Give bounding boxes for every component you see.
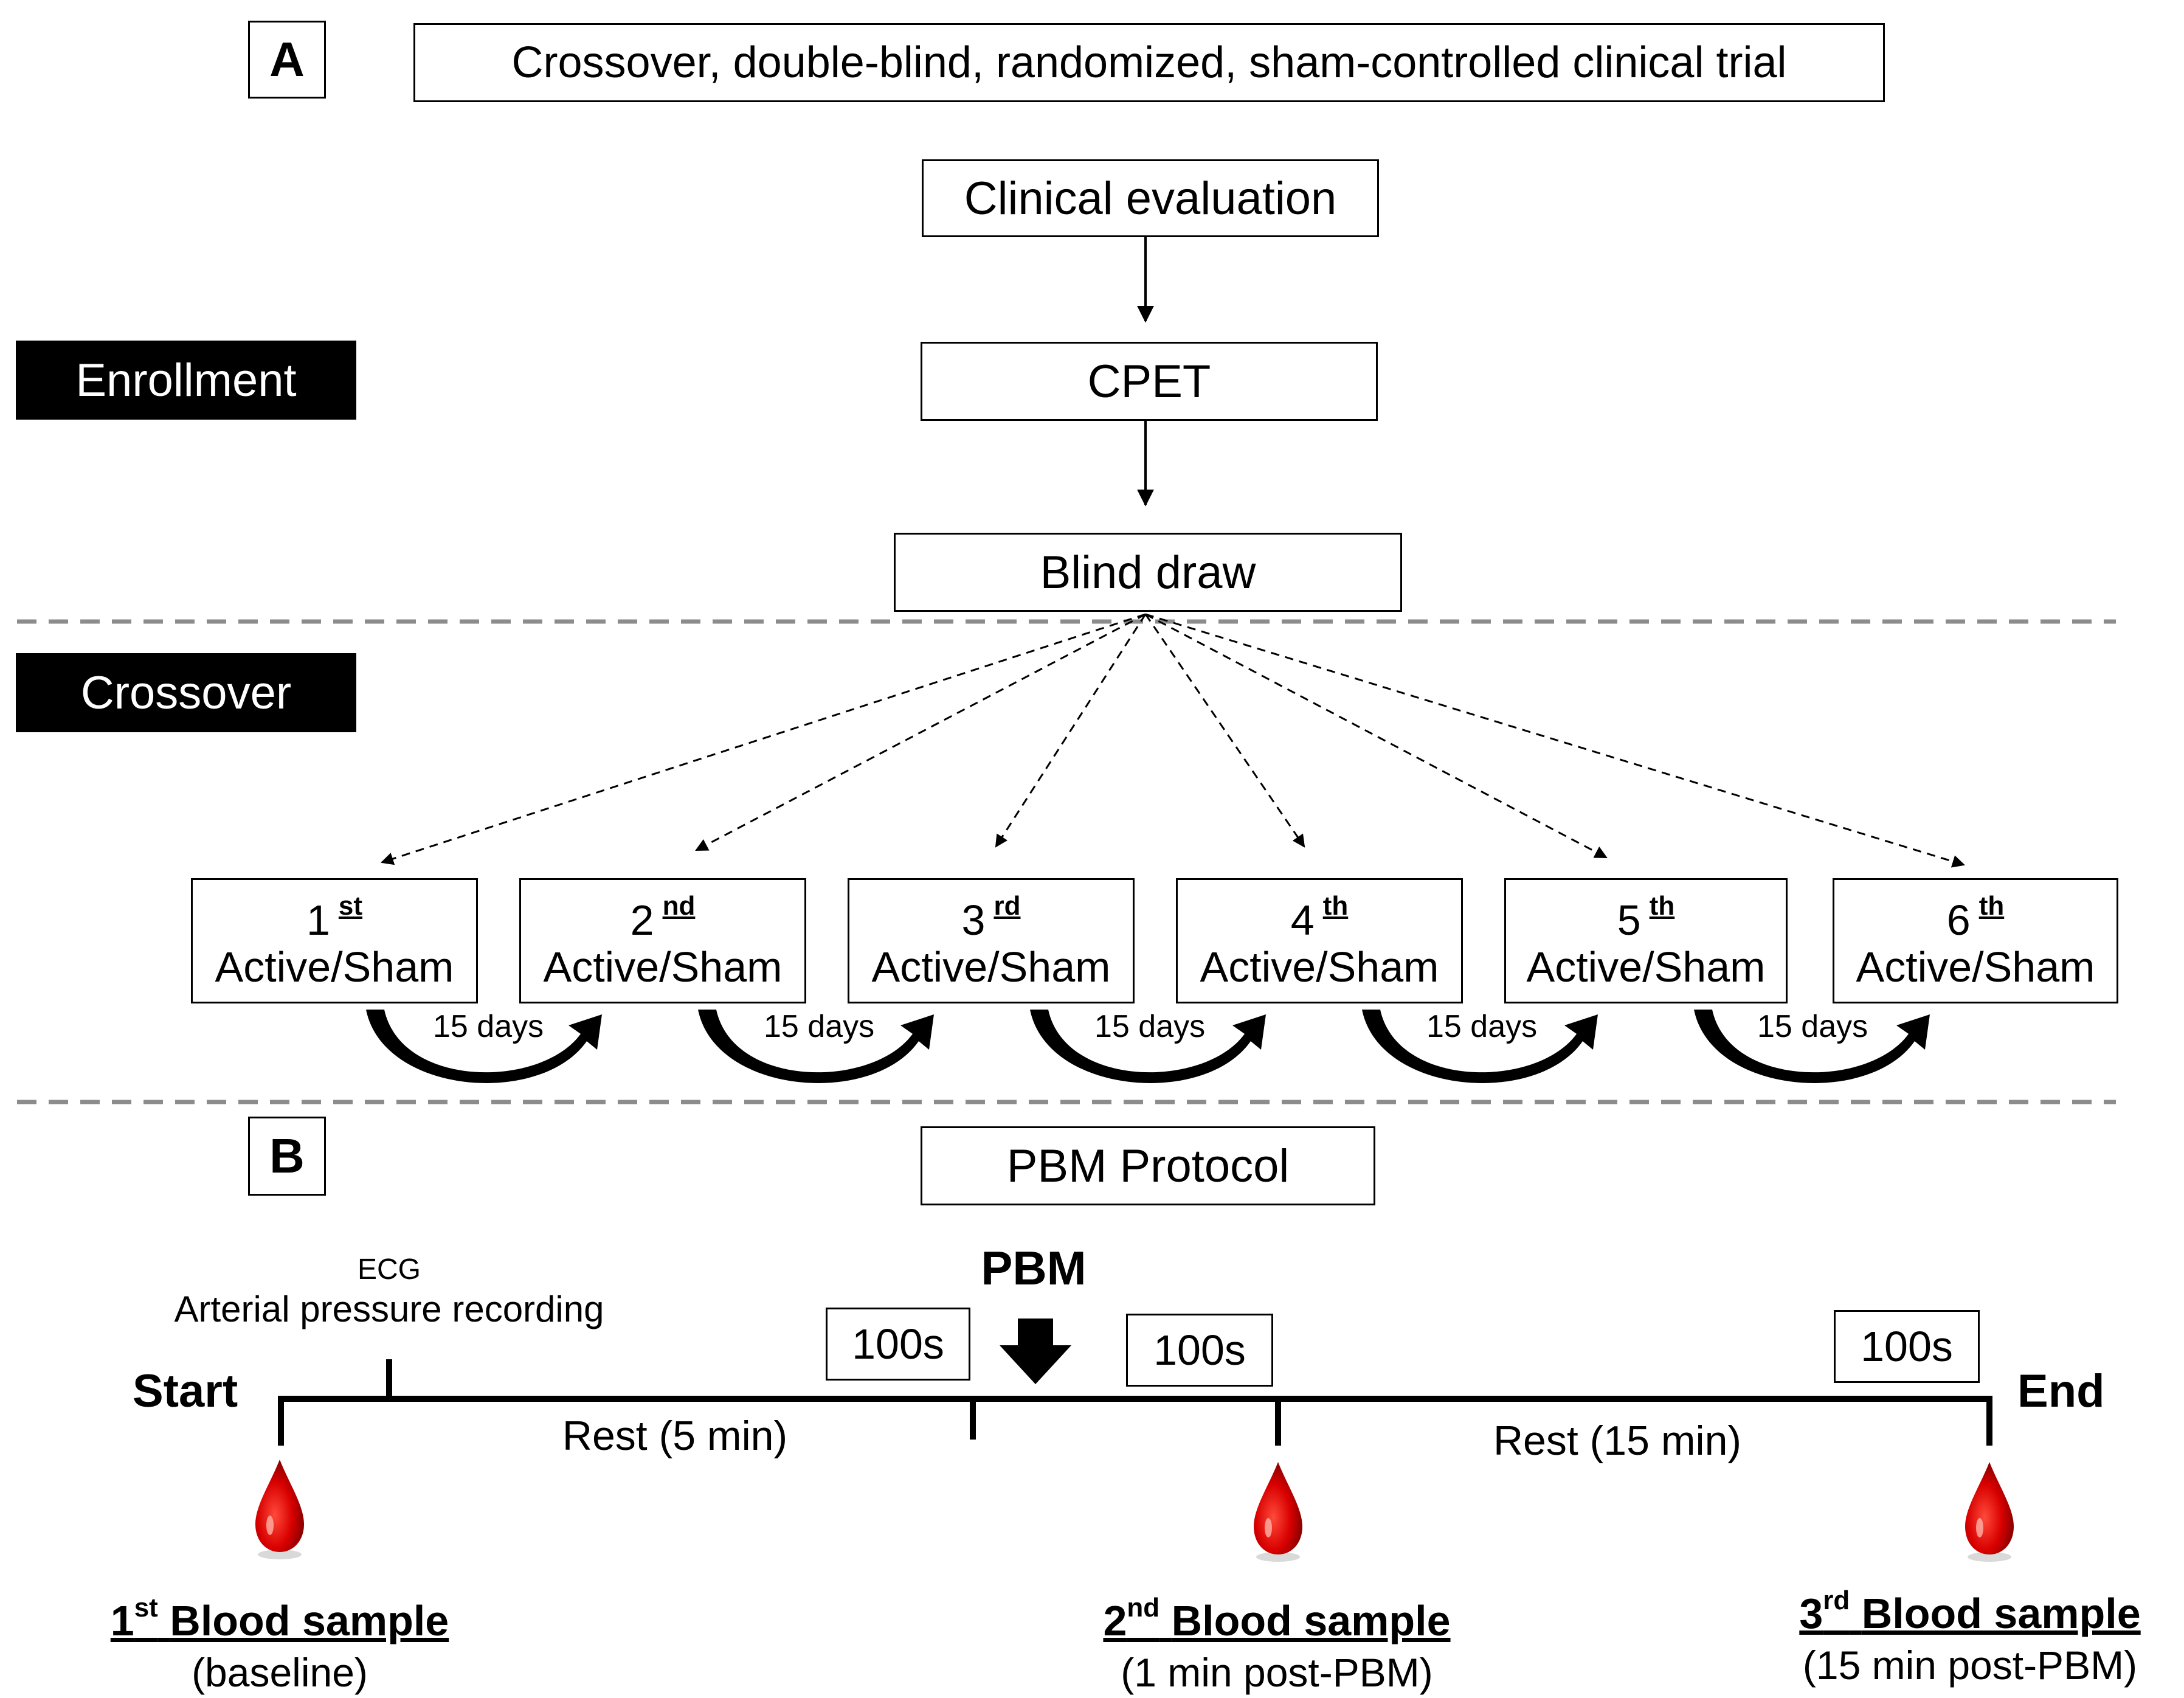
trial-title: Crossover, double-blind, randomized, sha… [413,23,1885,102]
arm-box-1: 1 st Active/Sham [191,878,478,1003]
arm-label: Active/Sham [1526,943,1766,991]
arm-label: Active/Sham [215,943,454,991]
interval-arrow-3 [1030,1010,1266,1083]
arm-label: Active/Sham [543,943,783,991]
sample-ordinal: nd [1127,1593,1160,1623]
rest-15min-label: Rest (15 min) [1493,1418,1742,1464]
sample-ordinal: rd [1823,1585,1850,1615]
sample-timing: (15 min post-PBM) [1802,1643,2138,1688]
interval-arrow-4 [1362,1010,1598,1083]
enrollment-label: Enrollment [16,341,356,420]
sample-number: 3 [1799,1589,1823,1637]
arm-ordinal: rd [994,890,1021,921]
sample-label: Blood sample [1171,1596,1451,1644]
interval-label-3: 15 days [1094,1009,1206,1044]
draw-arrow-6 [1145,613,1966,868]
panel-a-letter: A [248,21,326,99]
arm-ordinal: th [1322,890,1349,921]
arm-ordinal: st [338,890,363,921]
draw-arrow-5 [1145,613,1608,859]
sample-timing: (1 min post-PBM) [1121,1650,1433,1696]
arm-number: 2 [630,896,654,944]
arm-number: 6 [1946,896,1971,944]
arm-box-2: 2 nd Active/Sham [519,878,806,1003]
window-box-3: 100s [1834,1310,1980,1383]
window-box-2: 100s [1126,1314,1273,1387]
arm-label: Active/Sham [1856,943,2095,991]
window-box-1: 100s [826,1308,970,1381]
panel-b-letter: B [248,1117,326,1196]
start-label: Start [133,1365,238,1417]
interval-arrow-1 [366,1010,602,1083]
draw-arrow-4 [1144,614,1305,848]
arm-ordinal: th [1649,890,1675,921]
arm-number: 1 [306,896,330,944]
cpet-box: CPET [921,342,1378,421]
sample-ordinal: st [134,1593,158,1623]
sample-label: Blood sample [1861,1589,2141,1637]
blood-drop-icon-2 [1254,1462,1302,1562]
arm-number: 4 [1290,896,1315,944]
pbm-protocol-box: PBM Protocol [921,1126,1375,1205]
crossover-label: Crossover [16,653,356,732]
sample-timing: (baseline) [192,1650,368,1696]
blood-sample-3: 3rd Blood sample (15 min post-PBM) [1763,1584,2177,1691]
blood-drop-icon-3 [1965,1462,2014,1562]
sample-number: 1 [110,1596,134,1644]
sample-label: Blood sample [170,1596,449,1644]
arm-box-3: 3 rd Active/Sham [848,878,1135,1003]
ecg-label: ECG [357,1253,421,1286]
draw-arrow-2 [695,613,1146,851]
blood-drop-icon-1 [255,1460,304,1559]
arm-ordinal: th [1978,890,2005,921]
draw-arrow-1 [381,613,1146,865]
blood-sample-1: 1st Blood sample (baseline) [73,1591,486,1698]
clinical-evaluation-box: Clinical evaluation [922,159,1379,237]
interval-arrow-5 [1694,1010,1930,1083]
interval-label-5: 15 days [1757,1009,1868,1044]
rest-5min-label: Rest (5 min) [562,1413,788,1459]
interval-label-2: 15 days [764,1009,875,1044]
blind-draw-box: Blind draw [894,533,1402,612]
arm-ordinal: nd [662,890,696,921]
arm-label: Active/Sham [871,943,1111,991]
arm-label: Active/Sham [1200,943,1439,991]
arm-number: 3 [961,896,986,944]
blood-sample-2: 2nd Blood sample (1 min post-PBM) [1034,1591,1520,1698]
arterial-pressure-label: Arterial pressure recording [174,1289,604,1329]
arm-number: 5 [1617,896,1641,944]
pbm-arrow-icon [1000,1319,1071,1384]
arm-box-5: 5 th Active/Sham [1504,878,1788,1003]
interval-label-4: 15 days [1426,1009,1538,1044]
draw-arrow-3 [995,614,1147,848]
sample-number: 2 [1103,1596,1127,1644]
pbm-label: PBM [981,1241,1087,1295]
interval-label-1: 15 days [433,1009,544,1044]
interval-arrow-2 [698,1010,934,1083]
end-label: End [2017,1365,2105,1417]
